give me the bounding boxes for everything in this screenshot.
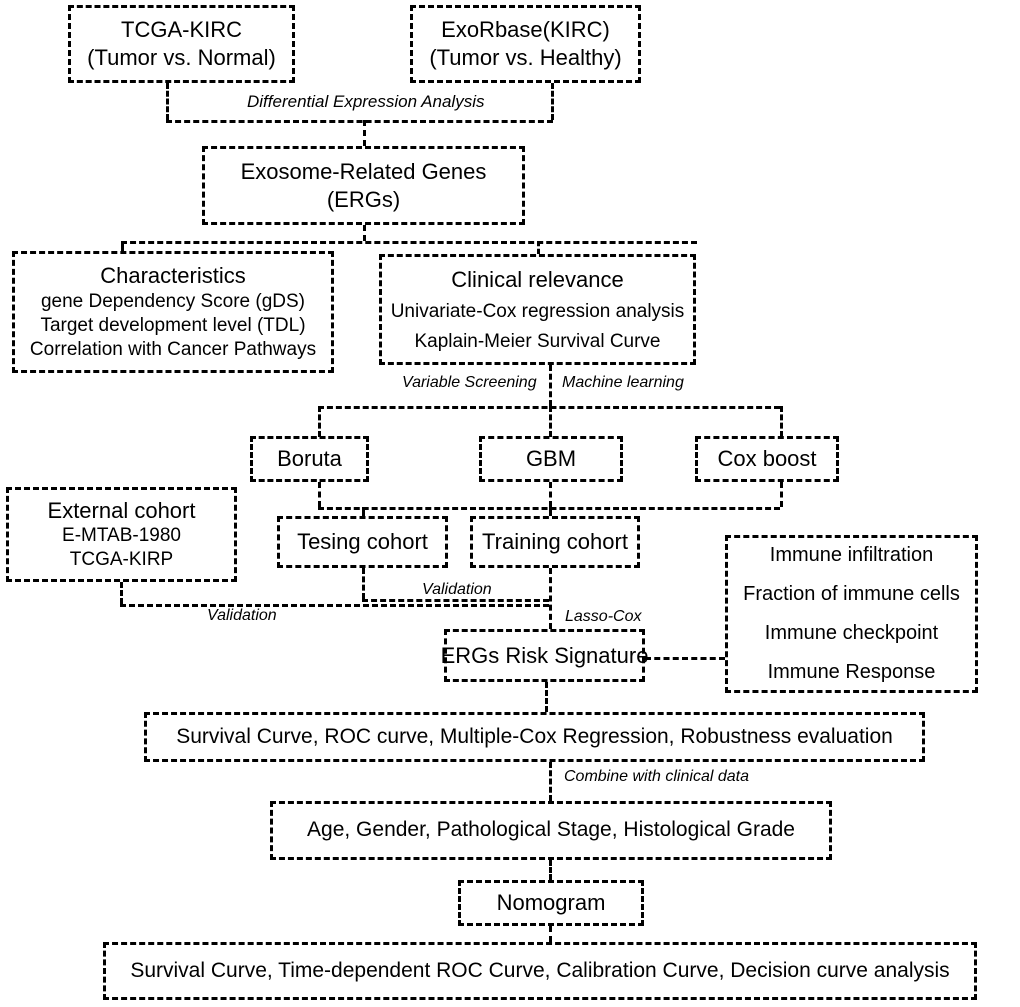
- node-immune-line3: Immune checkpoint: [764, 622, 939, 644]
- node-training-cohort-label: Training cohort: [482, 529, 628, 555]
- node-exorbase-kirc-line1: ExoRbase(KIRC): [441, 17, 610, 43]
- node-exorbase-kirc-line2: (Tumor vs. Healthy): [429, 45, 622, 70]
- edge-label-lasso-cox: Lasso-Cox: [563, 608, 644, 626]
- node-clinical-data: Age, Gender, Pathological Stage, Histolo…: [270, 801, 832, 860]
- node-characteristics-line3: Target development level (TDL): [40, 314, 306, 336]
- node-immune-analysis: Immune infiltration Fraction of immune c…: [725, 535, 978, 693]
- node-characteristics-line4: Correlation with Cancer Pathways: [29, 338, 317, 360]
- node-ergs-line1: Exosome-Related Genes: [240, 158, 487, 184]
- node-external-cohort-line3: TCGA-KIRP: [69, 549, 174, 571]
- rail-exorbase-down: [551, 83, 554, 120]
- node-gbm: GBM: [479, 436, 623, 482]
- node-final-analysis-label: Survival Curve, Time-dependent ROC Curve…: [130, 958, 950, 982]
- edge-label-variable-screening: Variable Screening: [400, 374, 539, 392]
- rail-signature-down: [545, 682, 548, 712]
- node-immune-line4: Immune Response: [767, 661, 936, 683]
- node-clinical-relevance-line3: Kaplain-Meier Survival Curve: [414, 330, 661, 352]
- node-immune-line1: Immune infiltration: [769, 544, 934, 566]
- rail-external-down: [120, 582, 123, 604]
- node-external-cohort: External cohort E-MTAB-1980 TCGA-KIRP: [6, 487, 237, 582]
- node-boruta-label: Boruta: [277, 446, 342, 472]
- rail-to-boruta: [318, 406, 321, 437]
- node-testing-cohort-label: Tesing cohort: [297, 529, 428, 555]
- rail-boruta-down: [318, 482, 321, 507]
- rail-clinicaldata-down: [549, 860, 552, 880]
- rail-ergs-split: [121, 241, 697, 244]
- node-evaluation-label: Survival Curve, ROC curve, Multiple-Cox …: [176, 724, 893, 748]
- node-tcga-kirc-line2: (Tumor vs. Normal): [87, 45, 276, 70]
- rail-nomogram-down: [549, 926, 552, 942]
- rail-training-to-signature: [549, 568, 552, 629]
- rail-testing-down: [362, 568, 365, 599]
- node-final-analysis: Survival Curve, Time-dependent ROC Curve…: [103, 942, 977, 1000]
- rail-gbm-down: [549, 482, 552, 507]
- rail-ergs-down: [363, 225, 366, 241]
- edge-label-machine-learning: Machine learning: [560, 374, 686, 392]
- rail-converge-to-training: [549, 507, 552, 516]
- node-ergs-risk-signature: ERGs Risk Signature: [441, 629, 648, 682]
- node-immune-line2: Fraction of immune cells: [743, 583, 960, 605]
- edge-label-differential-expression: Differential Expression Analysis: [245, 92, 487, 112]
- node-exorbase-kirc: ExoRbase(KIRC) (Tumor vs. Healthy): [410, 5, 641, 83]
- node-nomogram: Nomogram: [458, 880, 644, 926]
- rail-to-clinical-relevance: [537, 241, 540, 254]
- node-external-cohort-line1: External cohort: [47, 497, 196, 523]
- rail-coxboost-down: [780, 482, 783, 507]
- rail-to-characteristics: [121, 241, 124, 252]
- node-cox-boost-label: Cox boost: [717, 446, 817, 472]
- rail-sources-merge: [166, 120, 553, 123]
- rail-converge-to-testing: [362, 507, 365, 516]
- node-characteristics-line2: gene Dependency Score (gDS): [40, 290, 306, 312]
- node-ergs: Exosome-Related Genes (ERGs): [202, 146, 525, 225]
- edge-label-validation-external: Validation: [205, 607, 279, 625]
- node-tcga-kirc-line1: TCGA-KIRC: [121, 17, 242, 43]
- node-ergs-line2: (ERGs): [326, 186, 401, 212]
- edge-label-combine-clinical: Combine with clinical data: [562, 768, 751, 786]
- rail-clinical-down: [549, 365, 552, 406]
- node-gbm-label: GBM: [525, 446, 577, 472]
- rail-external-validation: [120, 604, 549, 607]
- node-external-cohort-line2: E-MTAB-1980: [62, 525, 181, 547]
- node-characteristics: Characteristics gene Dependency Score (g…: [12, 251, 334, 373]
- rail-signature-to-immune: [645, 657, 725, 660]
- rail-to-cox-boost: [780, 406, 783, 437]
- edge-label-validation-testing: Validation: [420, 581, 494, 599]
- rail-merge-to-ergs: [363, 120, 366, 146]
- node-testing-cohort: Tesing cohort: [277, 516, 448, 568]
- node-clinical-relevance: Clinical relevance Univariate-Cox regres…: [379, 254, 696, 365]
- node-characteristics-line1: Characteristics: [100, 263, 246, 289]
- node-clinical-relevance-line2: Univariate-Cox regression analysis: [390, 301, 685, 323]
- node-ergs-risk-signature-label: ERGs Risk Signature: [440, 642, 649, 668]
- node-nomogram-label: Nomogram: [496, 890, 606, 916]
- node-clinical-data-label: Age, Gender, Pathological Stage, Histolo…: [307, 818, 795, 842]
- node-training-cohort: Training cohort: [470, 516, 640, 568]
- node-evaluation: Survival Curve, ROC curve, Multiple-Cox …: [144, 712, 925, 762]
- node-cox-boost: Cox boost: [695, 436, 839, 482]
- node-boruta: Boruta: [250, 436, 369, 482]
- rail-testing-validation: [362, 599, 549, 602]
- rail-tcga-down: [166, 83, 169, 120]
- rail-to-gbm: [549, 406, 552, 437]
- node-tcga-kirc: TCGA-KIRC (Tumor vs. Normal): [68, 5, 295, 83]
- rail-evaluation-down: [549, 762, 552, 801]
- node-clinical-relevance-line1: Clinical relevance: [451, 267, 624, 293]
